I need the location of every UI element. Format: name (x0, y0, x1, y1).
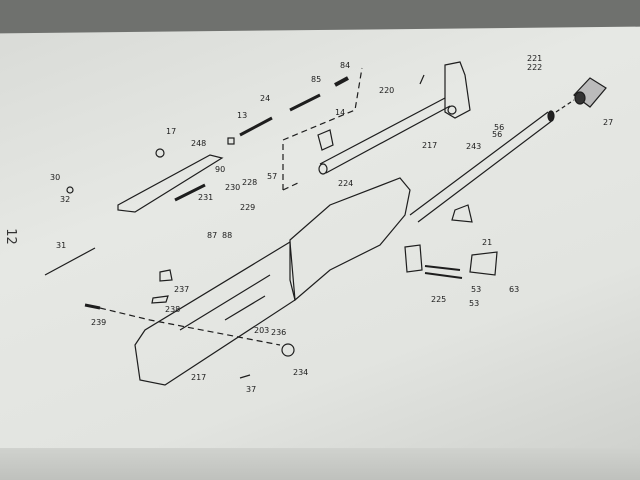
part-239 (84, 303, 101, 310)
part-14 (317, 129, 334, 151)
label-203: 203 (254, 326, 269, 335)
label-229: 229 (240, 203, 255, 212)
label-53: 53 (471, 285, 481, 294)
part-84 (334, 76, 349, 87)
gas-tube (318, 97, 451, 175)
label-53-b: 53 (469, 299, 479, 308)
part-231 (174, 183, 206, 202)
part-234 (281, 343, 295, 357)
label-24: 24 (260, 94, 270, 103)
part-30 (66, 186, 74, 194)
label-224: 224 (338, 179, 353, 188)
label-27: 27 (603, 118, 613, 127)
part-21 (451, 204, 473, 223)
page-edge (0, 448, 640, 480)
label-239: 239 (91, 318, 106, 327)
top-cover (117, 154, 224, 213)
label-231: 231 (198, 193, 213, 202)
receiver (134, 240, 296, 386)
part-13 (227, 137, 235, 145)
label-85: 85 (311, 75, 321, 84)
handguard-stock (289, 177, 411, 302)
label-248: 248 (191, 139, 206, 148)
label-56: 56 (494, 123, 504, 132)
part-85 (289, 93, 321, 112)
label-228: 228 (242, 178, 257, 187)
label-230: 230 (225, 183, 240, 192)
label-217-b: 217 (191, 373, 206, 382)
part-24 (239, 116, 273, 137)
label-222: 222 (527, 63, 542, 72)
barrel (409, 110, 555, 223)
label-21: 21 (482, 238, 492, 247)
part-17 (155, 148, 165, 158)
label-57: 57 (267, 172, 277, 181)
label-31: 31 (56, 241, 66, 250)
front-sight-block (444, 61, 471, 119)
part-31 (44, 247, 96, 276)
part-238 (151, 295, 169, 304)
label-84: 84 (340, 61, 350, 70)
label-17: 17 (166, 127, 176, 136)
label-225: 225 (431, 295, 446, 304)
label-217: 217 (422, 141, 437, 150)
label-13: 13 (237, 111, 247, 120)
label-243: 243 (466, 142, 481, 151)
label-87: 87 (207, 231, 217, 240)
label-30: 30 (50, 173, 60, 182)
label-234: 234 (293, 368, 308, 377)
label-221: 221 (527, 54, 542, 63)
label-37: 37 (246, 385, 256, 394)
label-90: 90 (215, 165, 225, 174)
label-238: 238 (165, 305, 180, 314)
part-237 (159, 269, 173, 282)
part-220 (419, 74, 425, 85)
label-220: 220 (379, 86, 394, 95)
label-237: 237 (174, 285, 189, 294)
part-225 (404, 244, 423, 273)
flash-hider (573, 77, 607, 108)
label-63: 63 (509, 285, 519, 294)
label-32: 32 (60, 195, 70, 204)
label-236: 236 (271, 328, 286, 337)
label-14: 14 (335, 108, 345, 117)
label-56-b: 56 (492, 130, 502, 139)
label-88: 88 (222, 231, 232, 240)
part-63 (469, 251, 498, 276)
part-37 (239, 374, 251, 379)
